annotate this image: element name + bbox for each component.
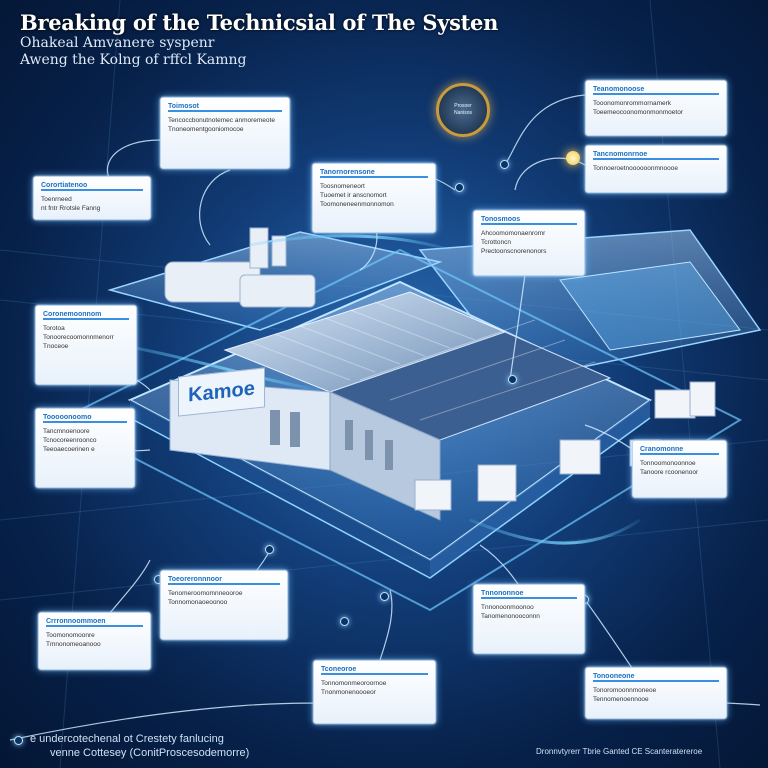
card-line: Tancmnoenoore [43,428,90,435]
flow-lines [119,234,641,545]
info-card[interactable]: Toimosot Tencoccbonutnotemec anmoremeote… [160,97,290,169]
card-line: Toomonomoonre [46,632,95,639]
info-card[interactable]: Coronemoonnom Torotoa Tonoorecoomonnmeno… [35,305,137,385]
card-heading: Tanornorensone [320,169,428,178]
card-heading: Tconeoroe [321,666,428,675]
card-line: Toomoneneenmonnomon [320,201,394,208]
connector-node-icon [500,160,509,169]
card-heading: Coronemoonnom [43,311,129,320]
card-heading: Teanomonoose [593,86,719,95]
card-line: Tenomeroomomnneooroe [168,590,243,597]
page-title: Breaking of the Technicsial of The Syste… [20,10,499,35]
card-heading: Toeoreronnnoor [168,576,280,585]
page-subtitle-2: Aweng the Kolng of rffcl Kamng [20,52,247,68]
info-card[interactable]: Tooooonoomo Tancmnoenoore Tcnocoreenroon… [35,408,135,488]
card-heading: Tnnononnoe [481,590,577,599]
card-line: Tonoromoonnmoneoe [593,687,657,694]
info-card[interactable]: Corortiatenoo Toenrneed nt fntr Rrotsle … [33,176,151,220]
card-line: Tnonmonenoooeor [321,689,376,696]
connector-node-icon [340,617,349,626]
info-card[interactable]: Tconeoroe Tonnomonmeoroornoe Tnonmonenoo… [313,660,436,724]
tank-machinery [164,227,316,308]
card-heading: Tooooonoomo [43,414,127,423]
card-line: Tennomenoennooe [593,696,649,703]
connector-node-icon [455,183,464,192]
card-line: Toosnomeneort [320,183,365,190]
card-line: Tuoemet ir anscnomort [320,192,387,199]
card-line: Toenrneed [41,196,72,203]
card-line: Prectoonscnorenonors [481,248,547,255]
seal-badge: Prosoer Nanisos [436,83,490,137]
card-heading: Cranomonne [640,446,719,455]
card-line: Tcnocoreenroonco [43,437,97,444]
card-line: Ahcoomomonaenromr [481,230,546,237]
info-card[interactable]: Cranomonne Tonnoomonoonnoe Tanoore rcoon… [632,440,727,498]
badge-line: Nanisos [453,110,473,116]
info-card[interactable]: Tancnomonrnoe Tonnoeroetnoooooonmnoooe [585,145,727,193]
page-subtitle-1: Ohakeal Amvanere syspenr [20,35,215,51]
info-card[interactable]: Crrronnoommoen Toomonomoonre Tmnonomeoan… [38,612,151,670]
connector-node-icon [508,375,517,384]
card-line: Tanoore rcoonenoor [640,469,699,476]
card-heading: Tonooneone [593,673,719,682]
card-heading: Tonosmoos [481,216,577,225]
connector-node-icon [14,736,23,745]
lightbulb-icon [566,151,580,165]
card-line: Tnoneomentgooniomocoe [168,126,244,133]
info-card[interactable]: Toeoreronnnoor Tenomeroomomnneooroe Tonn… [160,570,288,640]
card-line: Tonoorecoomonnmenorr [43,334,114,341]
solar-panels [223,291,612,441]
card-line: Tonnoeroetnoooooonmnoooe [593,165,678,172]
badge-line: Prosoer [454,103,472,109]
card-heading: Corortiatenoo [41,182,143,191]
card-line: Tonnomonaoeoonoo [168,599,228,606]
info-card[interactable]: Tonooneone Tonoromoonnmoneoe Tennomenoen… [585,667,727,719]
footer-line-2: venne Cottesey (ConitProscesodemorre) [50,747,250,759]
card-line: Tnoceoe [43,343,69,350]
connector-node-icon [265,545,274,554]
card-heading: Crrronnoommoen [46,618,143,627]
card-line: Tencoccbonutnotemec anmoremeote [168,117,275,124]
card-line: Torotoa [43,325,65,332]
card-line: Tooonomonrommornamerk [593,100,672,107]
card-line: Tonnoomonoonnoe [640,460,696,467]
card-line: Tnnonoonmoonoo [481,604,534,611]
info-card[interactable]: Teanomonoose Tooonomonrommornamerk Toeem… [585,80,727,136]
card-line: Tcrottoncn [481,239,511,246]
info-card[interactable]: Tanornorensone Toosnomeneort Tuoemet ir … [312,163,436,233]
card-line: nt fntr Rrotsle Fanng [41,205,101,212]
card-line: Teeoaecoerinen e [43,446,95,453]
card-line: Toeemeocoonomonmonmoetor [593,109,683,116]
glow-panel-right [559,261,741,351]
card-heading: Toimosot [168,103,282,112]
footer-line-1: e undercotechenal ot Crestety fanlucing [30,733,224,745]
info-card[interactable]: Tnnononnoe Tnnonoonmoonoo Tanomenonoocon… [473,584,585,654]
footer-line-3: Dronnvtyrerr Tbrie Ganted CE Scanterater… [536,747,703,756]
info-card[interactable]: Tonosmoos Ahcoomomonaenromr Tcrottoncn P… [473,210,585,276]
card-line: Tanomenonooconnn [481,613,540,620]
connector-node-icon [380,592,389,601]
card-line: Tmnonomeoanooo [46,641,101,648]
card-heading: Tancnomonrnoe [593,151,719,160]
card-line: Tonnomonmeoroornoe [321,680,387,687]
